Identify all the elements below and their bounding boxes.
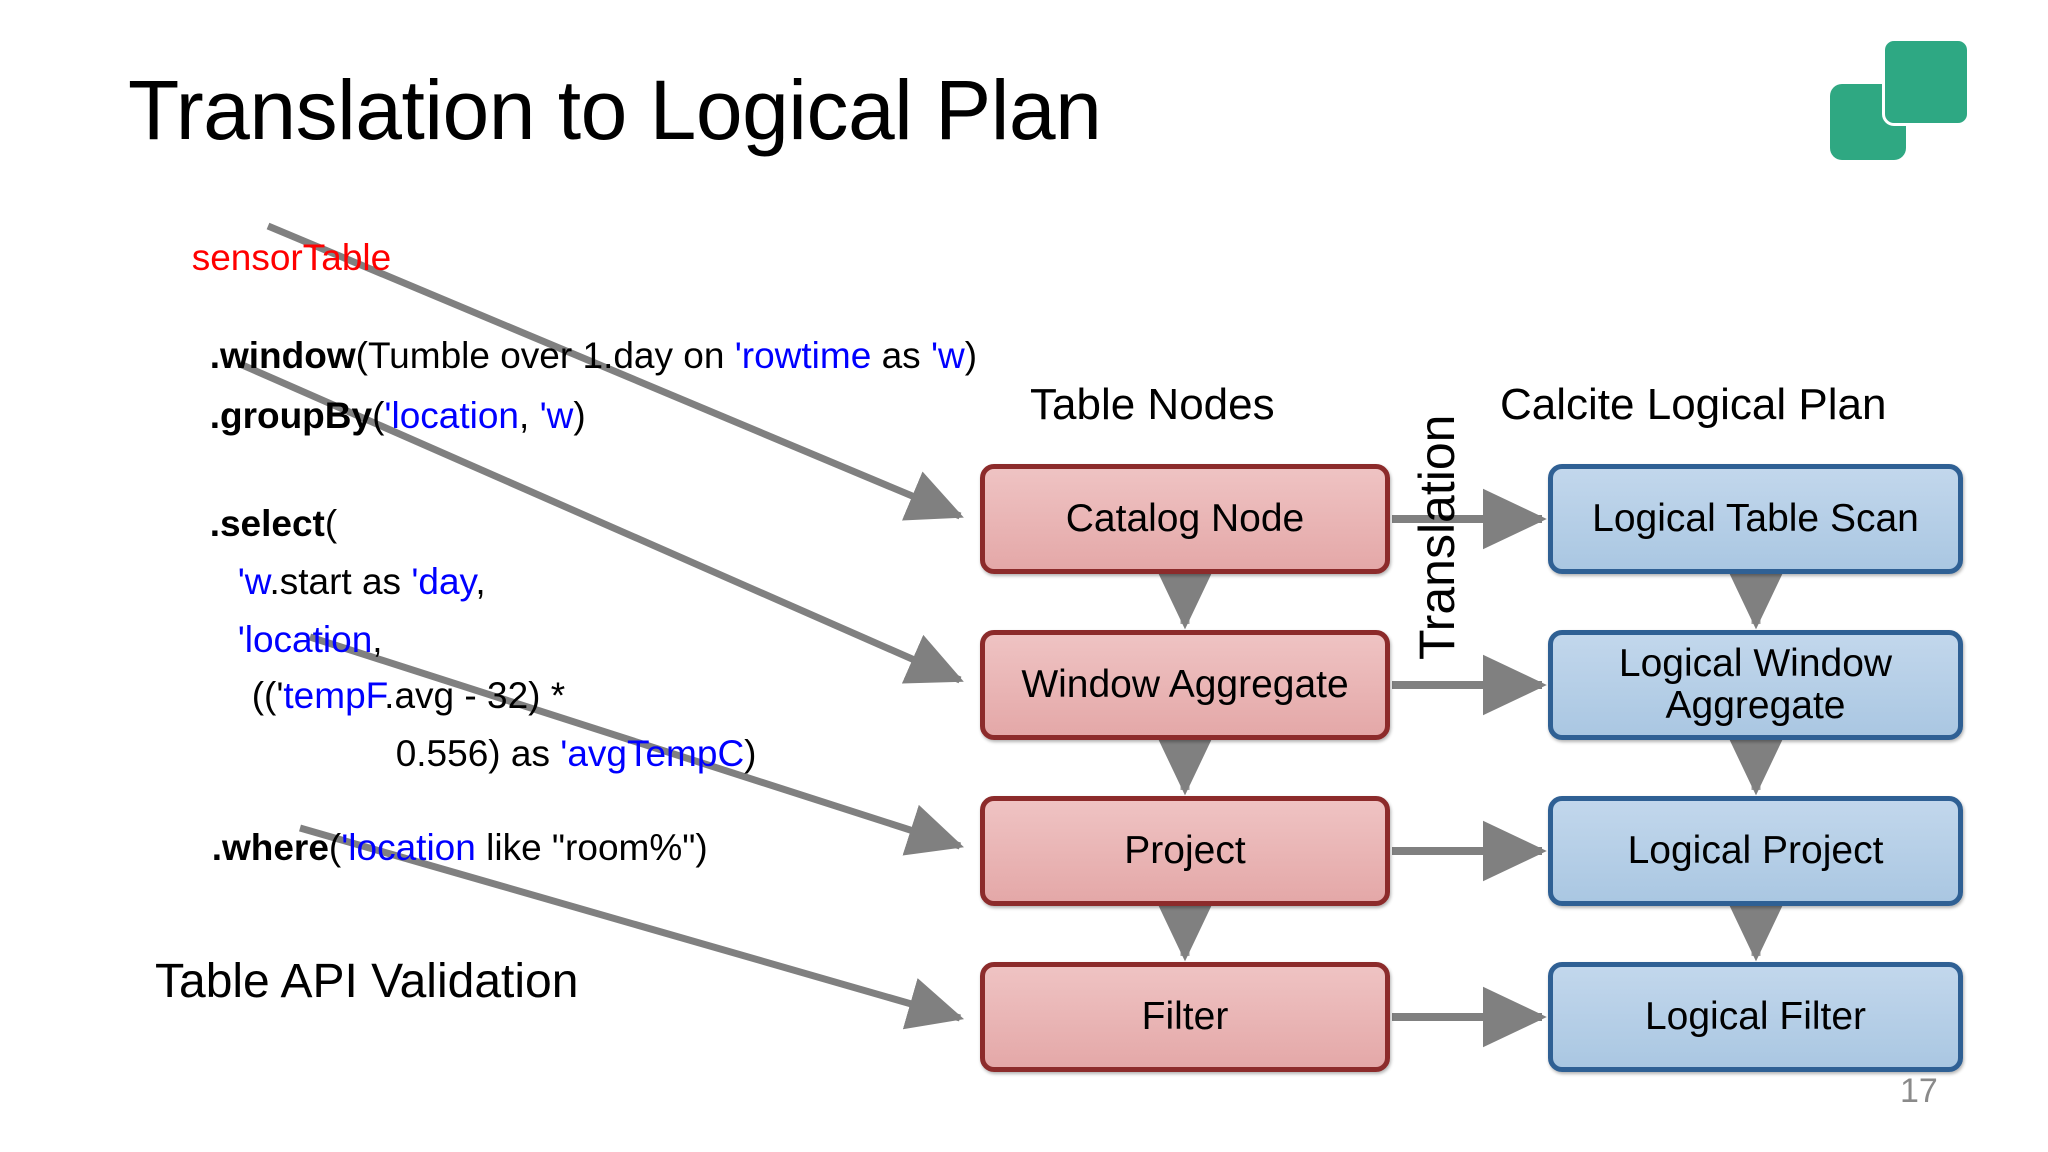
- code-line-select-avgtempc: 0.556) as 'avgTempC): [395, 733, 757, 774]
- code-line-select: .select(: [209, 503, 338, 544]
- node-project[interactable]: Project: [980, 796, 1390, 906]
- node-window-aggregate[interactable]: Window Aggregate: [980, 630, 1390, 740]
- node-logical-window-aggregate[interactable]: Logical Window Aggregate: [1548, 630, 1963, 740]
- table-api-code-block: sensorTable .window(Tumble over 1.day on…: [0, 0, 977, 1006]
- logo-square-front: [1882, 38, 1970, 126]
- translation-label: Translation: [1409, 414, 1465, 660]
- code-line-select-location: 'location,: [237, 619, 383, 660]
- page-number: 17: [1900, 1072, 1938, 1110]
- code-line-table-name: sensorTable: [191, 237, 392, 278]
- node-logical-project[interactable]: Logical Project: [1548, 796, 1963, 906]
- node-logical-filter[interactable]: Logical Filter: [1548, 962, 1963, 1072]
- code-line-window: .window(Tumble over 1.day on 'rowtime as…: [209, 335, 978, 376]
- code-line-where: .where('location like "room%"): [211, 827, 708, 868]
- code-line-select-day: 'w.start as 'day,: [237, 561, 486, 602]
- column-heading-table-nodes: Table Nodes: [1030, 380, 1275, 429]
- node-filter[interactable]: Filter: [980, 962, 1390, 1072]
- code-line-groupby: .groupBy('location, 'w): [209, 395, 586, 436]
- node-catalog-node[interactable]: Catalog Node: [980, 464, 1390, 574]
- node-logical-table-scan[interactable]: Logical Table Scan: [1548, 464, 1963, 574]
- code-line-select-tempf: (('tempF.avg - 32) *: [251, 675, 566, 716]
- column-heading-calcite-logical-plan: Calcite Logical Plan: [1500, 380, 1887, 429]
- data-artisans-logo: [1830, 38, 1970, 160]
- page-title: Translation to Logical Plan: [128, 63, 1102, 157]
- table-api-validation-caption: Table API Validation: [155, 955, 579, 1008]
